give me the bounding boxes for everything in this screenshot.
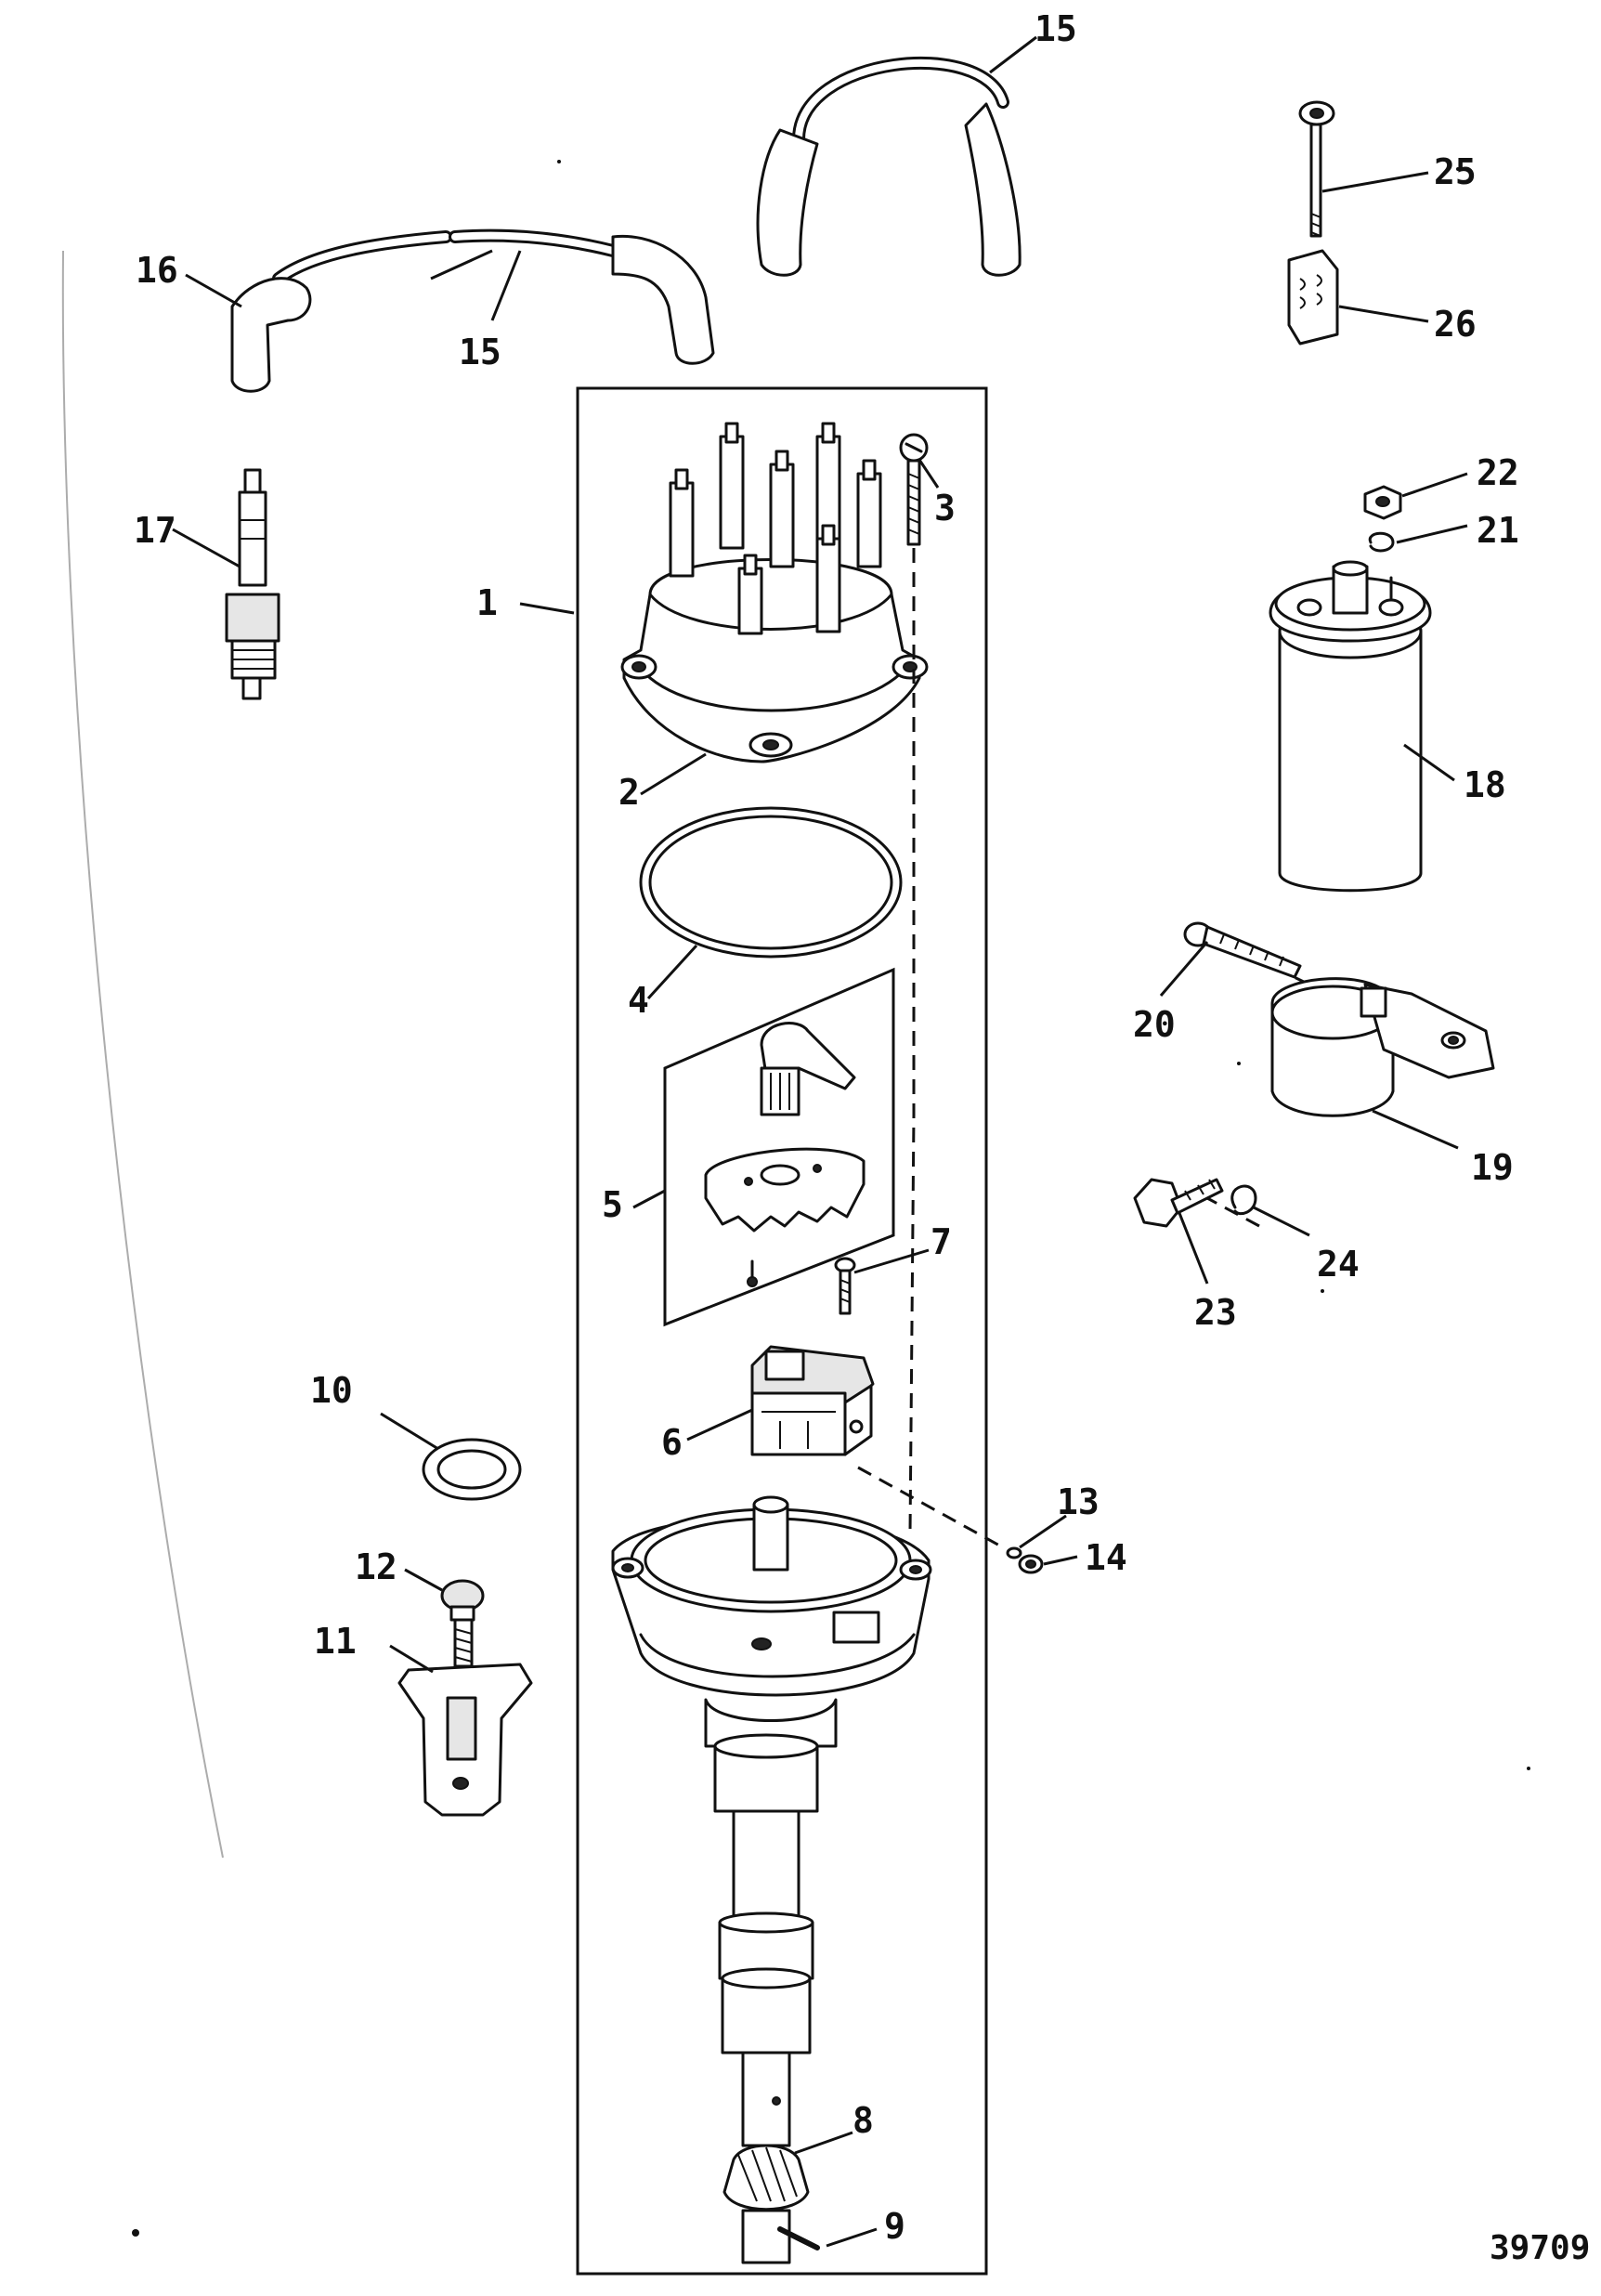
ignition-coil [1269,560,1432,893]
callout-12: 12 [355,1546,397,1587]
speck [1456,167,1460,171]
terminal-clip [1287,249,1339,346]
callout-26: 26 [1434,304,1477,345]
callout-15-left: 15 [459,332,501,372]
callout-21: 21 [1477,510,1519,551]
callout-4: 4 [628,980,649,1021]
callout-6: 6 [661,1422,683,1463]
dashed-assembly-line [908,548,916,1533]
hold-down-clamp [397,1663,533,1817]
callout-25: 25 [1434,151,1477,192]
callout-23: 23 [1194,1292,1237,1333]
speck [1321,1289,1324,1293]
callout-22: 22 [1477,452,1519,493]
callout-7: 7 [931,1221,952,1262]
cap-tower [719,422,745,550]
callout-8: 8 [853,2100,874,2141]
cap-screw [899,433,929,546]
roll-pin [777,2226,820,2250]
callout-5: 5 [602,1184,623,1225]
speck [1237,1062,1241,1065]
callout-18: 18 [1464,764,1506,805]
cap-tower [669,468,695,578]
callout-1: 1 [476,582,498,623]
callout-14: 14 [1085,1537,1127,1578]
distributor-cap [620,422,929,763]
cap-tower [815,524,841,633]
dashed-assembly-line [857,1466,1004,1549]
spark-plug-wire-left [230,228,715,393]
scan-edge-line [61,250,224,1859]
housing-seal [422,1438,522,1501]
clamp-bolt [1183,921,1302,979]
callout-16: 16 [136,250,178,291]
cap-tower [815,422,841,541]
distributor-assembly-box [576,386,988,2276]
leader-lines [172,35,1468,2248]
distributor-housing [611,1495,932,2147]
spark-plug-wire-arc [756,56,1022,277]
ground-strap-rod [1298,100,1335,238]
ignition-module [750,1345,875,1456]
callout-24: 24 [1317,1244,1360,1285]
hold-down-bolt [440,1579,485,1668]
callout-17: 17 [134,510,176,551]
callout-20: 20 [1133,1004,1176,1045]
callout-13: 13 [1057,1481,1100,1522]
dashed-assembly-line [1206,1196,1260,1228]
bracket-lockwasher [1230,1184,1257,1216]
speck [557,160,561,163]
spark-plug [225,468,280,700]
figure-number: 39709 [1490,2229,1590,2267]
cap-tower [856,459,882,568]
callout-15-top: 15 [1035,8,1077,49]
coil-nut [1363,485,1402,520]
coil-bracket [1270,977,1495,1117]
nut-small [1018,1554,1044,1574]
cap-tower [737,554,763,635]
rotor-kit-panel [663,967,895,1327]
speck [1527,1767,1530,1770]
coil-lockwasher [1368,531,1395,553]
drive-gear [722,2144,810,2264]
speck [132,2229,139,2237]
callout-9: 9 [884,2206,905,2247]
callout-2: 2 [618,772,640,813]
cap-tower [769,450,795,568]
callout-3: 3 [934,488,956,528]
cap-gasket [639,806,903,959]
callout-19: 19 [1471,1147,1514,1188]
module-screw [834,1257,856,1315]
callout-11: 11 [314,1621,357,1662]
callout-10: 10 [310,1370,353,1411]
bracket-hex-bolt [1133,1178,1224,1228]
washer-small [1006,1546,1022,1559]
